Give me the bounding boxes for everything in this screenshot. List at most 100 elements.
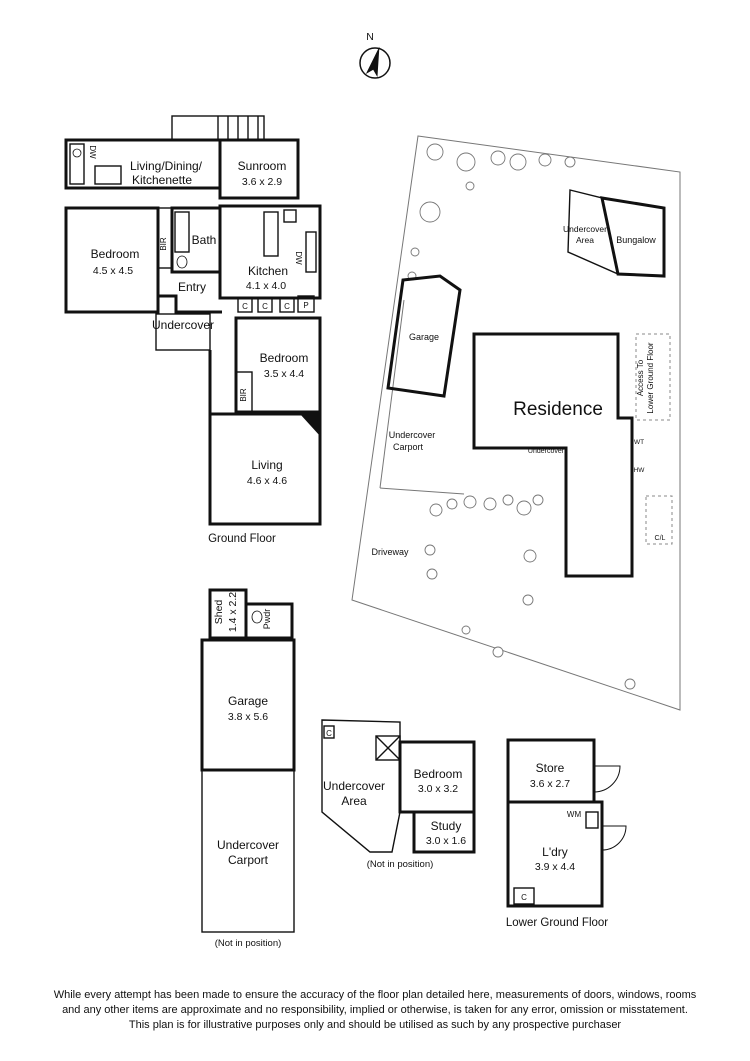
room-laundry [506,800,604,908]
site-residence [472,332,634,578]
kitchen-cooktop [283,209,297,223]
disclaimer-line-1: While every attempt has been made to ens… [53,989,697,1001]
site-bungalow [600,196,666,278]
lower-ground-floor-title: Lower Ground Floor [506,917,608,929]
room-label-bedroom-1: Bedroom [91,247,140,261]
bir-label-2: BIR [239,388,248,402]
room-label-living-dining: Living/Dining/ [130,159,203,173]
store-door [593,765,621,793]
room-label-living: Living [251,458,282,472]
site-garage [386,274,462,398]
site-label-access-1: Access To [636,359,645,396]
site-plan: Garage Undercover Area Bungalow Residenc… [351,135,681,711]
site-label-carport-1: Undercover [389,430,436,440]
room-size-laundry: 3.9 x 4.4 [535,861,575,873]
bungalow-cupboard-label: C [326,729,332,738]
cupboard-3 [279,297,295,313]
room-bungalow-study [412,810,476,854]
site-label-driveway: Driveway [371,547,409,557]
bungalow-block-plan: C Undercover Area Bedroom 3.0 x 3.2 Stud… [321,719,476,870]
pantry-label: P [303,301,308,310]
disclaimer-line-2: and any other items are approximate and … [62,1004,688,1016]
room-living [208,412,322,526]
laundry-cupboard [513,887,535,905]
room-label-laundry: L'dry [542,845,568,859]
site-cl [645,495,673,545]
north-compass: N [359,31,391,79]
disclaimer: While every attempt has been made to ens… [20,988,730,1033]
kitchen-sink [305,231,317,273]
room-label-entry: Entry [178,280,206,294]
site-label-access-2: Lower Ground Floor [646,342,655,413]
ground-floor-plan: DW Living/Dining/ Kitchenette Sunroom 3.… [64,115,322,545]
undercover-porch [155,313,211,351]
room-size-shed: 1.4 x 2.2 [227,592,239,632]
garage-note: (Not in position) [215,938,282,949]
room-size-bungalow-bedroom: 3.0 x 3.2 [418,783,458,795]
ground-floor-title: Ground Floor [208,533,276,545]
site-label-cl: C/L [655,535,666,542]
kitchenette-bench [69,143,85,185]
bathtub [174,211,190,253]
room-undercover-carport [201,769,295,933]
fireplace [300,414,320,436]
pantry [297,295,315,313]
site-label-hw: HW [634,467,646,474]
room-label-bungalow-bedroom: Bedroom [414,767,463,781]
cupboard-label-1: C [242,302,248,311]
site-label-wt: WT [634,439,644,446]
site-boundary [351,135,681,711]
lower-ground-floor-plan: Store 3.6 x 2.7 WM L'dry 3.9 x 4.4 C Low… [506,738,627,929]
room-label-garage: Garage [228,694,268,708]
bungalow-cupboard [323,725,335,739]
room-size-living: 4.6 x 4.6 [247,475,287,487]
washing-machine [585,811,599,829]
cupboard-label-3: C [284,302,290,311]
room-size-bedroom-1: 4.5 x 4.5 [93,265,133,277]
site-label-bungalow: Bungalow [616,235,656,245]
room-size-bungalow-study: 3.0 x 1.6 [426,835,466,847]
cupboard-label-2: C [262,302,268,311]
room-label-shed: Shed [213,600,225,625]
room-bungalow-undercover-area [321,719,401,853]
room-label-store: Store [536,761,565,775]
room-label-carport-1: Undercover [217,838,279,852]
disclaimer-line-3: This plan is for illustrative purposes o… [128,1019,622,1031]
room-label-kitchen: Kitchen [248,264,288,278]
cupboard-1 [237,297,253,313]
site-label-garage: Garage [409,332,439,342]
room-size-store: 3.6 x 2.7 [530,778,570,790]
room-size-kitchen: 4.1 x 4.0 [246,280,286,292]
room-size-garage: 3.8 x 5.6 [228,711,268,723]
site-label-undercover-area-1: Undercover [563,224,607,234]
room-sunroom [218,138,300,200]
dw-label-2: DW [294,251,303,265]
site-label-undercover-area-2: Area [576,235,594,245]
kitchen-island [263,211,279,257]
dw-label-1: DW [88,145,97,159]
site-trees [407,143,636,690]
room-label-bath: Bath [192,233,217,247]
room-label-bungalow-study: Study [431,819,462,833]
laundry-cupboard-label: C [521,893,527,902]
room-bir-2 [235,371,253,413]
room-label-bungalow-undercover-1: Undercover [323,779,385,793]
room-size-sunroom: 3.6 x 2.9 [242,176,282,188]
site-label-undercover-small: Undercover [528,448,565,455]
room-size-bedroom-2: 3.5 x 4.4 [264,368,304,380]
laundry-door [601,825,627,851]
room-label-carport-2: Carport [228,853,269,867]
bungalow-note: (Not in position) [367,859,434,870]
room-pwdr [244,602,294,640]
room-label-undercover: Undercover [152,318,214,332]
cupboard-2 [257,297,273,313]
site-label-residence: Residence [513,399,603,420]
garage-block-plan: Shed 1.4 x 2.2 Pwdr Garage 3.8 x 5.6 Und… [200,588,296,949]
compass-label: N [366,31,374,43]
room-bedroom-2 [234,316,322,414]
room-label-kitchenette: Kitchenette [132,173,192,187]
kitchenette-sink [94,165,122,185]
room-label-bedroom-2: Bedroom [260,351,309,365]
floor-plan-drawing: N DW Living/Dining/ Kitchenette Sunroom … [64,31,681,949]
site-label-carport-2: Carport [393,442,424,452]
